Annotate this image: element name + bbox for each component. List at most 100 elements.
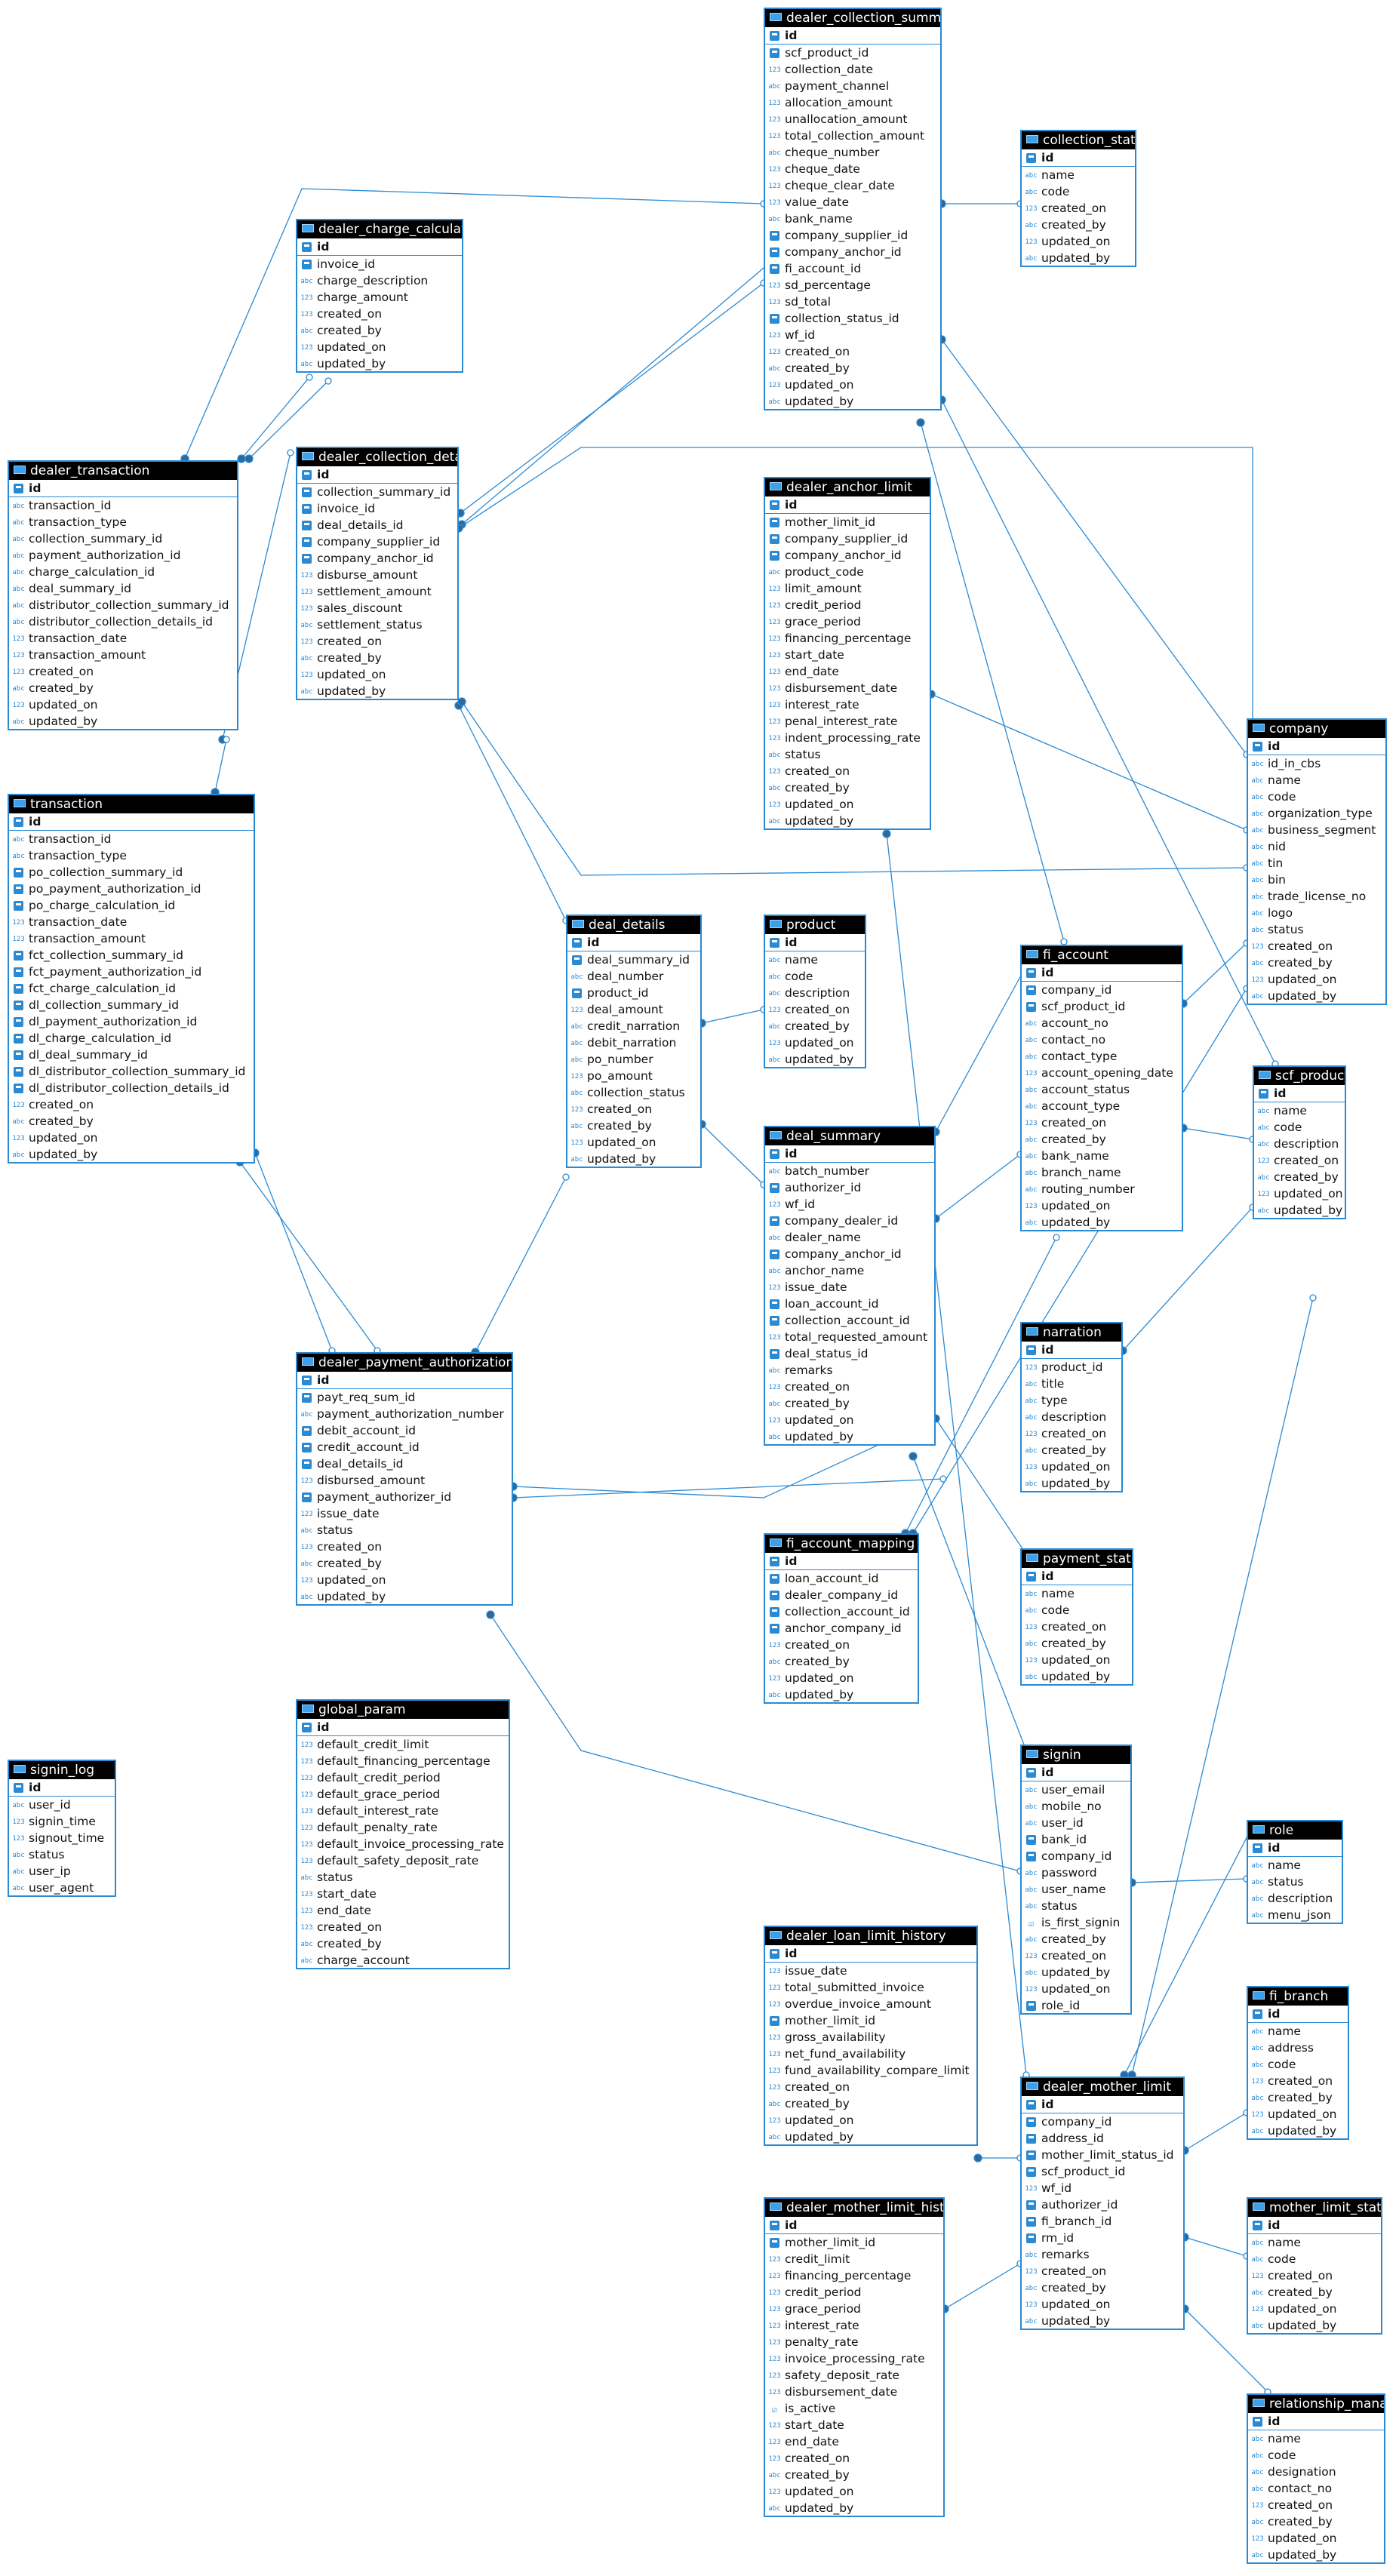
table-header[interactable]: fi_account: [1022, 946, 1182, 964]
column-row[interactable]: fct_collection_summary_id: [9, 947, 254, 964]
column-row[interactable]: company_id: [1022, 1848, 1130, 1864]
table-header[interactable]: dealer_mother_limit: [1022, 2078, 1183, 2096]
column-row[interactable]: rm_id: [1022, 2230, 1183, 2246]
column-row[interactable]: id: [1248, 2217, 1381, 2234]
column-row[interactable]: role_id: [1022, 1997, 1130, 2014]
column-row[interactable]: collection_status_id: [765, 310, 940, 327]
column-row[interactable]: debit_account_id: [297, 1422, 512, 1439]
column-row[interactable]: id: [1248, 2413, 1384, 2430]
column-row[interactable]: scf_product_id: [1022, 2163, 1183, 2180]
column-row[interactable]: loan_account_id: [765, 1296, 934, 1312]
table-header[interactable]: dealer_mother_limit_histo: [765, 2199, 943, 2217]
column-row[interactable]: company_supplier_id: [765, 530, 930, 547]
column-row[interactable]: company_anchor_id: [765, 1246, 934, 1262]
column-row[interactable]: dl_deal_summary_id: [9, 1047, 254, 1063]
column-row[interactable]: authorizer_id: [1022, 2196, 1183, 2213]
column-row[interactable]: id: [765, 2217, 943, 2234]
column-row[interactable]: company_id: [1022, 2113, 1183, 2130]
table-header[interactable]: dealer_anchor_limit: [765, 478, 930, 496]
column-row[interactable]: deal_details_id: [297, 1456, 512, 1472]
column-row[interactable]: id: [1254, 1085, 1345, 1102]
column-row[interactable]: id: [1022, 1568, 1132, 1585]
column-row[interactable]: authorizer_id: [765, 1179, 934, 1196]
table-header[interactable]: dealer_charge_calculati: [297, 220, 462, 238]
column-row[interactable]: deal_summary_id: [567, 951, 700, 968]
column-row[interactable]: id: [765, 27, 940, 45]
column-row[interactable]: ☑is_active: [765, 2400, 943, 2417]
column-row[interactable]: fi_account_id: [765, 260, 940, 277]
column-row[interactable]: mother_limit_id: [765, 2234, 943, 2251]
